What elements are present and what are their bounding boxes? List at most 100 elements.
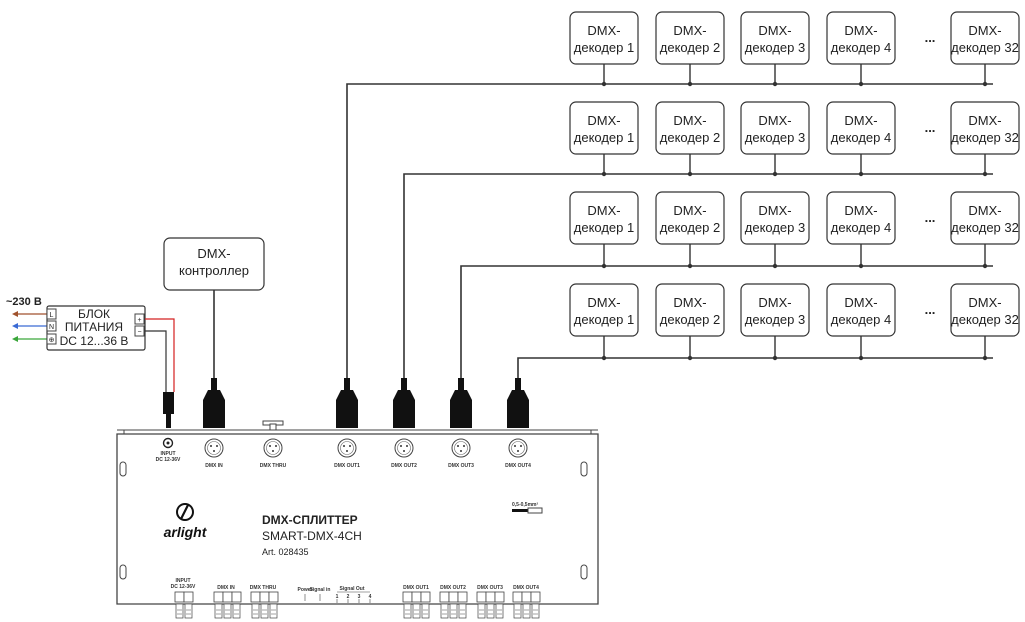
- decoder-box: DMX-декодер 3: [740, 191, 810, 269]
- led-num-2: 2: [347, 594, 350, 600]
- bottom-label-input: INPUT: [176, 578, 191, 584]
- decoder-line1: DMX-: [587, 295, 620, 310]
- led-indicators: Power Signal in Signal Out 1 2 3 4: [297, 586, 372, 603]
- decoder-label: декодер 32: [951, 130, 1019, 145]
- device-model: SMART-DMX-4CH: [262, 529, 362, 543]
- bottom-label-out1: DMX OUT1: [403, 585, 429, 591]
- decoder-ellipsis: ...: [925, 302, 936, 317]
- port-label-input: INPUT: [161, 451, 176, 457]
- decoder-box: DMX-декодер 32: [950, 101, 1020, 177]
- decoder-line1: DMX-: [587, 23, 620, 38]
- arlight-logo: arlight: [164, 503, 208, 540]
- bus-line-out4: [517, 357, 993, 390]
- decoder-label: декодер 2: [660, 220, 720, 235]
- decoder-label: декодер 32: [951, 312, 1019, 327]
- psu-line1: БЛОК: [78, 307, 110, 321]
- port-label-out2: DMX OUT2: [391, 463, 417, 469]
- decoder-label: декодер 3: [745, 40, 805, 55]
- terminal-block: [402, 591, 431, 619]
- xlr-socket: [204, 438, 224, 458]
- terminal-pe: ⊕: [49, 337, 55, 344]
- decoder-line1: DMX-: [844, 113, 877, 128]
- decoder-box: DMX-декодер 32: [950, 283, 1020, 361]
- bottom-label-out2: DMX OUT2: [440, 585, 466, 591]
- splitter-device: INPUT DC 12-36V DMX IN DMX THRU DMX OUT1…: [116, 429, 599, 619]
- voltage-label: ~230 В: [6, 296, 42, 308]
- xlr-socket: [451, 438, 471, 458]
- decoder-line1: DMX-: [758, 203, 791, 218]
- port-label-out4: DMX OUT4: [505, 463, 531, 469]
- xlr-socket: [394, 438, 414, 458]
- led-num-3: 3: [358, 594, 361, 600]
- decoder-box: DMX-декодер 2: [655, 283, 725, 361]
- decoder-label: декодер 3: [745, 220, 805, 235]
- port-label-input-sub: DC 12-36V: [156, 457, 181, 463]
- led-num-4: 4: [369, 594, 372, 600]
- controller-line2: контроллер: [179, 263, 249, 278]
- terminal-block: [250, 591, 279, 619]
- led-label-signal-out: Signal Out: [340, 586, 365, 592]
- led-label-signal-in: Signal in: [310, 587, 331, 593]
- decoder-label: декодер 32: [951, 40, 1019, 55]
- decoder-box: DMX-декодер 4: [826, 283, 896, 361]
- decoder-line1: DMX-: [968, 23, 1001, 38]
- psu-line3: DC 12...36 В: [60, 334, 129, 348]
- decoder-label: декодер 1: [574, 312, 634, 327]
- xlr-plugs: [203, 378, 529, 428]
- terminal-block: [174, 591, 194, 619]
- decoder-line1: DMX-: [844, 23, 877, 38]
- wire-positive: [145, 318, 175, 392]
- decoder-label: декодер 4: [831, 312, 891, 327]
- dmx-controller: DMX- контроллер: [163, 237, 265, 291]
- bottom-label-dmx-in: DMX IN: [217, 585, 235, 591]
- terminal-blocks: [174, 591, 541, 619]
- decoder-label: декодер 4: [831, 40, 891, 55]
- bus-line-out3: [460, 265, 993, 390]
- terminal-block: [439, 591, 468, 619]
- decoder-line1: DMX-: [673, 113, 706, 128]
- terminal-block: [512, 591, 541, 619]
- decoder-box: DMX-декодер 3: [740, 283, 810, 361]
- decoder-line1: DMX-: [968, 203, 1001, 218]
- decoder-label: декодер 1: [574, 40, 634, 55]
- decoder-box: DMX-декодер 4: [826, 11, 896, 87]
- port-label-dmx-thru: DMX THRU: [260, 463, 287, 469]
- port-label-dmx-in: DMX IN: [205, 463, 223, 469]
- decoder-line1: DMX-: [673, 295, 706, 310]
- xlr-plug: [203, 378, 225, 428]
- top-sockets: [204, 438, 528, 458]
- decoder-ellipsis: ...: [925, 210, 936, 225]
- bottom-label-dmx-thru: DMX THRU: [250, 585, 277, 591]
- decoder-line1: DMX-: [968, 295, 1001, 310]
- port-label-out3: DMX OUT3: [448, 463, 474, 469]
- decoder-box: DMX-декодер 1: [569, 101, 639, 177]
- decoder-label: декодер 3: [745, 130, 805, 145]
- decoder-box: DMX-декодер 4: [826, 191, 896, 269]
- decoder-line1: DMX-: [673, 203, 706, 218]
- decoder-label: декодер 4: [831, 130, 891, 145]
- decoder-box: DMX-декодер 2: [655, 191, 725, 269]
- decoder-label: декодер 3: [745, 312, 805, 327]
- decoder-label: декодер 32: [951, 220, 1019, 235]
- power-plug: [163, 392, 174, 414]
- terminal-l: L: [50, 312, 54, 319]
- xlr-plug: [507, 378, 529, 428]
- bus-line-out1: [346, 83, 993, 390]
- decoder-box: DMX-декодер 3: [740, 11, 810, 87]
- decoder-ellipsis: ...: [925, 120, 936, 135]
- decoder-label: декодер 1: [574, 130, 634, 145]
- power-supply: ~230 В L N ⊕ + − БЛОК ПИТАНИЯ DC 12...36…: [6, 296, 175, 428]
- decoder-box: DMX-декодер 32: [950, 11, 1020, 87]
- led-label-power: Power: [297, 587, 312, 593]
- wire-note: 0,5-0,5mm²: [512, 502, 538, 508]
- decoder-box: DMX-декодер 1: [569, 191, 639, 269]
- bottom-label-out4: DMX OUT4: [513, 585, 539, 591]
- decoder-line1: DMX-: [758, 23, 791, 38]
- device-art: Art. 028435: [262, 547, 309, 557]
- decoder-line1: DMX-: [758, 295, 791, 310]
- decoder-line1: DMX-: [968, 113, 1001, 128]
- dmx-thru-cap: [262, 420, 284, 431]
